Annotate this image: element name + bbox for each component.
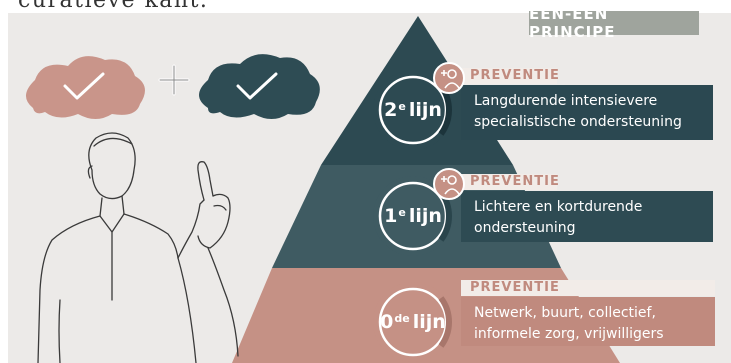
banner-level-2 (461, 68, 713, 140)
description-line: Langdurende intensievere (474, 93, 658, 109)
prevention-label: PREVENTIE (470, 280, 560, 295)
level-number: 1 (384, 205, 398, 227)
level-2-description: Langdurende intensievere specialistische… (474, 91, 682, 133)
level-number: 2 (384, 99, 398, 121)
level-word: lijn (412, 311, 446, 333)
description-line: Netwerk, buurt, collectief, (474, 305, 656, 321)
banner-level-1 (461, 174, 713, 242)
person-plus-icon (433, 168, 465, 200)
level-suffix: de (394, 311, 410, 325)
description-line: ondersteuning (474, 220, 576, 236)
banner-level-0 (461, 280, 715, 346)
description-line: Lichtere en kortdurende (474, 199, 643, 215)
level-suffix: e (398, 205, 406, 219)
right-cloud-check-icon (199, 54, 320, 119)
level-number: 0 (380, 311, 394, 333)
description-line: informele zorg, vrijwilligers (474, 326, 664, 342)
principle-badge: ÉÉN-ÉÉN PRINCIPE (529, 5, 699, 41)
prevention-label: PREVENTIE (470, 68, 560, 83)
person-pointing-up-icon (37, 132, 239, 363)
level-1-description: Lichtere en kortdurende ondersteuning (474, 197, 642, 239)
level-word: lijn (408, 99, 442, 121)
left-cloud-check-icon (25, 56, 145, 119)
plus-icon (158, 64, 190, 96)
person-plus-icon (433, 62, 465, 94)
level-word: lijn (408, 205, 442, 227)
level-suffix: e (398, 99, 406, 113)
prevention-label: PREVENTIE (470, 174, 560, 189)
description-line: specialistische ondersteuning (474, 114, 682, 130)
caption-text: curatieve kant. (18, 0, 209, 13)
level-0-description: Netwerk, buurt, collectief, informele zo… (474, 303, 664, 345)
circle-level-0 (373, 282, 453, 362)
